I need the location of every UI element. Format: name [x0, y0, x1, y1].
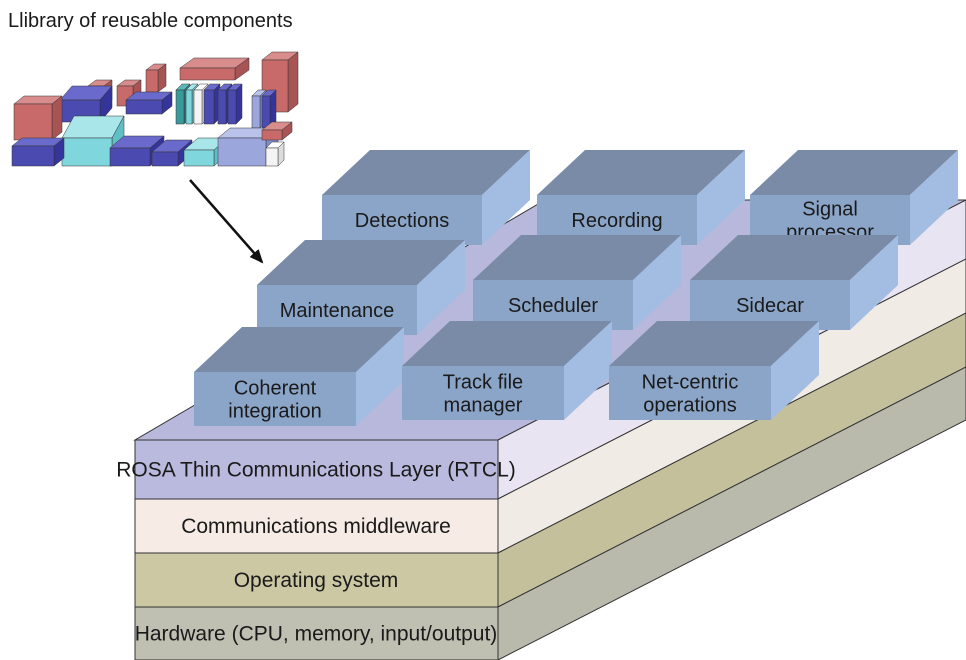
block-label: Sidecar — [736, 295, 804, 317]
layer-hardware — [134, 606, 499, 660]
block-top-face — [690, 235, 898, 280]
library-box — [179, 57, 250, 81]
block-label: integration — [228, 401, 321, 423]
block-maintenance: Maintenance — [257, 240, 465, 335]
library-box — [227, 83, 243, 125]
block-label: Coherent — [234, 378, 317, 400]
block-label: operations — [643, 395, 736, 417]
library-box — [265, 141, 285, 167]
block-top-face — [322, 150, 530, 195]
block-top-face — [750, 150, 958, 195]
block-top-face — [473, 235, 681, 280]
block-side-face — [910, 150, 958, 245]
block-front-face — [609, 366, 771, 420]
block-top-face — [609, 321, 819, 366]
library-box — [125, 91, 173, 115]
library-title: Llibrary of reusable components — [8, 10, 293, 32]
block-top-face — [257, 240, 465, 285]
component-library-illustration — [11, 51, 299, 167]
block-side-face — [771, 321, 819, 420]
block-label: Signal — [802, 199, 858, 221]
block-top-face — [402, 321, 612, 366]
block-label: Net-centric — [642, 372, 739, 394]
block-top-face — [194, 327, 404, 372]
block-label: Maintenance — [280, 300, 395, 322]
block-front-face — [194, 372, 356, 426]
library-box — [13, 95, 63, 141]
layer-label-middleware: Communications middleware — [181, 515, 451, 538]
library-box — [261, 121, 293, 141]
library-box — [11, 137, 65, 167]
block-front-face — [257, 285, 417, 335]
block-label: manager — [444, 395, 523, 417]
arrow-connector — [189, 179, 264, 264]
layer-label-rtcl: ROSA Thin Communications Layer (RTCL) — [116, 459, 516, 482]
block-label: Track file — [443, 372, 523, 394]
layer-label-os: Operating system — [234, 569, 399, 592]
layer-side-hardware — [497, 366, 966, 660]
block-front-face — [322, 195, 482, 245]
block-top-face — [537, 150, 745, 195]
layer-rtcl — [134, 439, 499, 500]
block-front-face — [402, 366, 564, 420]
block-side-face — [633, 235, 681, 330]
block-label: Detections — [355, 210, 450, 232]
block-side-face — [417, 240, 465, 335]
block-label: Scheduler — [508, 295, 598, 317]
block-label: Recording — [571, 210, 662, 232]
block-side-face — [356, 327, 404, 426]
block-detections: Detections — [322, 150, 530, 245]
block-side-face — [697, 150, 745, 245]
block-side-face — [850, 235, 898, 330]
layer-os — [134, 552, 499, 608]
layer-side-os — [497, 312, 966, 608]
block-side-face — [482, 150, 530, 245]
block-side-face — [564, 321, 612, 420]
library-box — [203, 83, 221, 125]
layer-label-hardware: Hardware (CPU, memory, input/output) — [135, 623, 498, 646]
library-box — [145, 63, 167, 93]
